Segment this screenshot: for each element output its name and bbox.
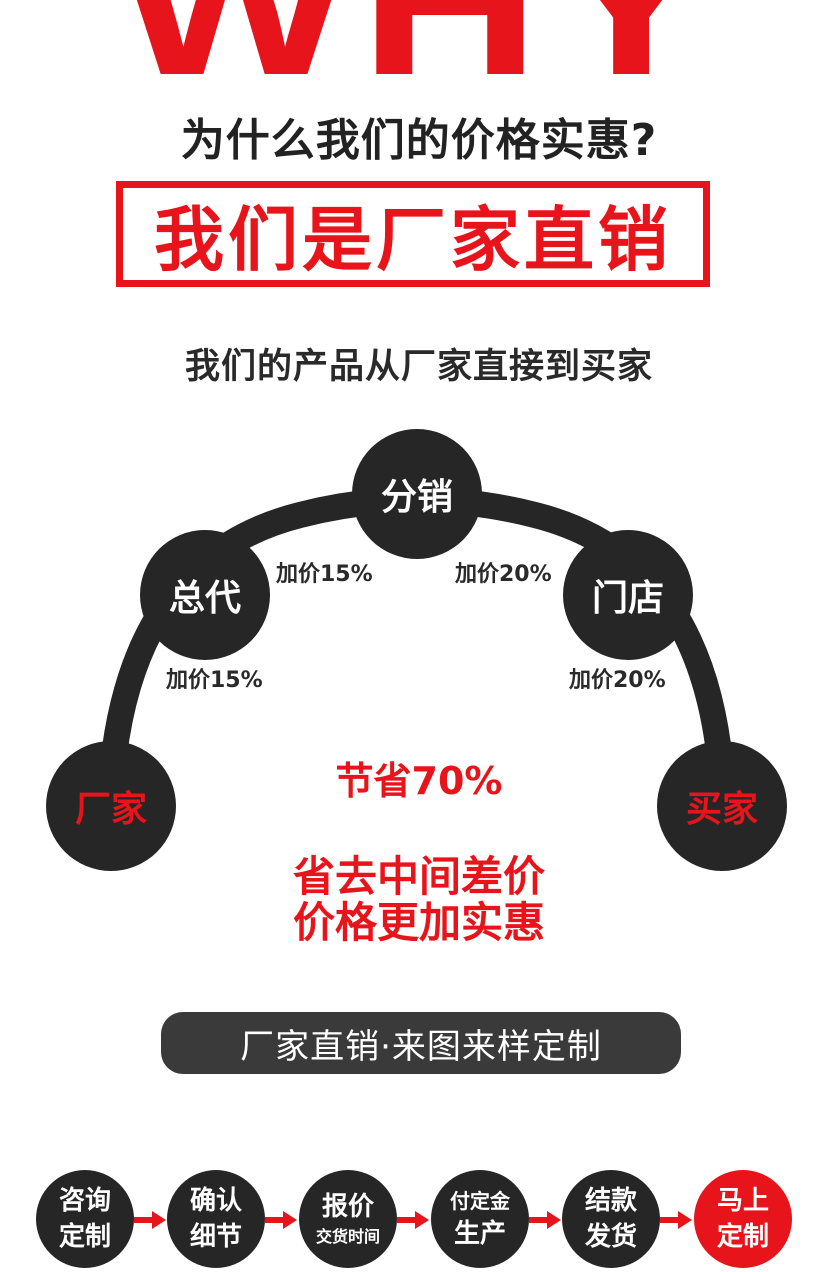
question-heading: 为什么我们的价格实惠? (180, 115, 658, 166)
step-line2: 生产 (453, 1219, 506, 1249)
slogan-text: 我们是厂家直销 (154, 198, 672, 281)
node-store-label: 门店 (591, 578, 664, 619)
step-consult: 咨询 定制 (36, 1170, 134, 1268)
subtitle: 我们的产品从厂家直接到买家 (184, 347, 653, 387)
step-line1: 马上 (716, 1186, 769, 1216)
custom-order-label: 厂家直销·来图来样定制 (240, 1026, 602, 1067)
why-banner: WHY (0, 0, 838, 86)
step-line2: 定制 (716, 1222, 769, 1252)
step-quote: 报价 交货时间 (299, 1170, 397, 1268)
node-agent: 总代 (140, 530, 270, 660)
markup-agent-distribution: 加价15% (276, 562, 373, 587)
slogan-box: 我们是厂家直销 (116, 181, 710, 287)
step-line1: 结款 (584, 1186, 637, 1216)
step-line1: 报价 (321, 1192, 374, 1222)
arrow-right-icon (265, 1211, 297, 1229)
step-line2: 细节 (189, 1222, 242, 1252)
node-buyer: 买家 (657, 741, 787, 871)
step-line1: 咨询 (58, 1186, 111, 1216)
step-line1: 付定金 (450, 1189, 510, 1213)
step-confirm: 确认 细节 (167, 1170, 265, 1268)
node-distribution-label: 分销 (380, 477, 453, 518)
markup-store-buyer: 加价20% (569, 668, 666, 693)
arrow-right-icon (529, 1211, 561, 1229)
step-customize-now[interactable]: 马上 定制 (694, 1170, 792, 1268)
step-line2: 定制 (58, 1222, 111, 1252)
markup-distribution-store: 加价20% (455, 562, 552, 587)
node-factory-label: 厂家 (74, 789, 147, 830)
node-store: 门店 (563, 530, 693, 660)
save-percent: 节省70% (335, 759, 503, 803)
arrow-right-icon (397, 1211, 429, 1229)
markup-factory-agent: 加价15% (166, 668, 263, 693)
benefit-line-1: 省去中间差价 (292, 852, 545, 901)
step-line2: 发货 (584, 1222, 637, 1252)
node-buyer-label: 买家 (685, 789, 758, 830)
step-line2: 交货时间 (315, 1227, 380, 1246)
node-factory: 厂家 (46, 741, 176, 871)
arrow-right-icon (134, 1211, 166, 1229)
step-line1: 确认 (189, 1186, 242, 1216)
benefit-line-2: 价格更加实惠 (292, 898, 545, 947)
node-agent-label: 总代 (168, 578, 241, 619)
step-payment: 结款 发货 (562, 1170, 660, 1268)
step-deposit: 付定金 生产 (431, 1170, 529, 1268)
why-text: WHY (0, 0, 838, 86)
arrow-right-icon (660, 1211, 692, 1229)
custom-order-banner: 厂家直销·来图来样定制 (161, 1012, 681, 1074)
node-distribution: 分销 (352, 429, 482, 559)
